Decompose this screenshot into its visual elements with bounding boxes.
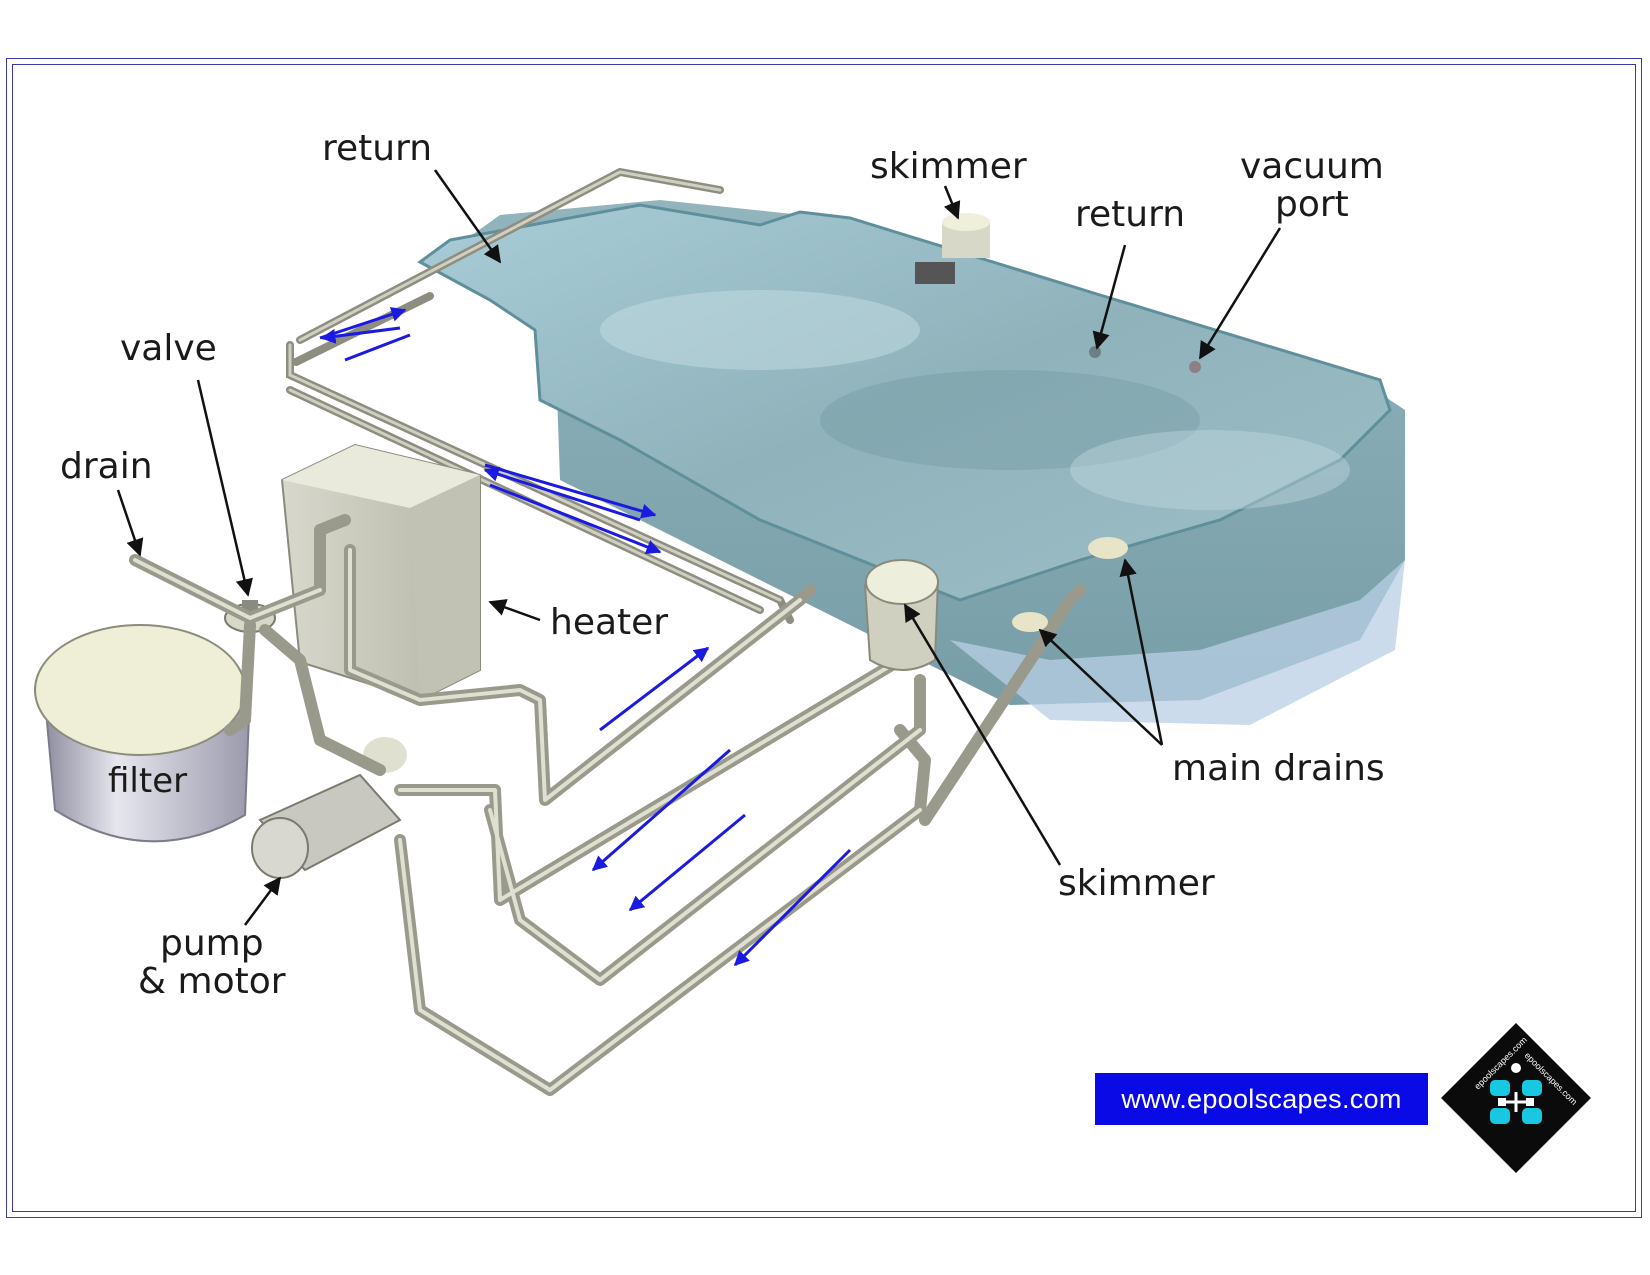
epoolscapes-logo: epoolscapes.com epoolscapes.com bbox=[1438, 1020, 1594, 1176]
filter-tank bbox=[34, 624, 252, 843]
return-fitting bbox=[1089, 346, 1101, 358]
website-banner[interactable]: www.epoolscapes.com bbox=[1095, 1073, 1428, 1125]
label-return-left: return bbox=[322, 128, 432, 169]
main-drains bbox=[1012, 537, 1128, 632]
label-pump: pump bbox=[160, 923, 264, 964]
label-heater: heater bbox=[550, 602, 668, 643]
website-url[interactable]: www.epoolscapes.com bbox=[1121, 1083, 1402, 1114]
label-port: port bbox=[1275, 184, 1349, 225]
label-skimmer-top: skimmer bbox=[870, 146, 1027, 187]
skimmer-opening bbox=[915, 262, 955, 284]
label-skimmer-bottom: skimmer bbox=[1058, 863, 1215, 904]
label-return-right: return bbox=[1075, 194, 1185, 235]
leader-lines bbox=[116, 169, 1282, 926]
outer-frame bbox=[6, 58, 1642, 1218]
top-skimmer bbox=[942, 213, 990, 258]
label-vacuum: vacuum bbox=[1240, 146, 1384, 187]
label-drain: drain bbox=[60, 446, 153, 487]
pool bbox=[417, 200, 1405, 725]
heater bbox=[280, 443, 481, 702]
pool-deep-end bbox=[950, 560, 1405, 725]
label-valve: valve bbox=[120, 328, 217, 369]
pump-motor bbox=[251, 737, 407, 879]
inner-frame bbox=[12, 64, 1636, 1212]
label-main-drains: main drains bbox=[1172, 748, 1385, 789]
label-motor: & motor bbox=[138, 961, 286, 1002]
flow-arrows bbox=[319, 307, 852, 967]
label-filter: filter bbox=[108, 761, 187, 801]
vacuum-port-fitting bbox=[1189, 361, 1201, 373]
front-skimmer bbox=[863, 559, 940, 671]
